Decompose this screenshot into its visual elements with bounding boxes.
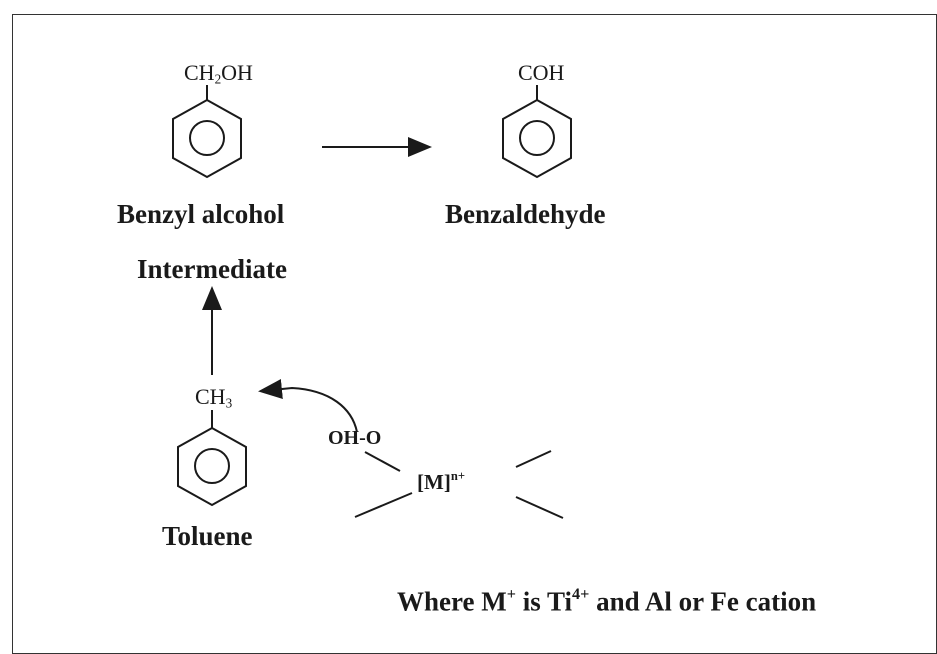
metal-ligand-bonds bbox=[354, 450, 564, 519]
footnote-text-2: is Ti bbox=[515, 586, 572, 617]
metal-charge: n+ bbox=[450, 469, 465, 483]
catalyst-footnote: Where M+ is Ti4+ and Al or Fe cation bbox=[397, 586, 816, 615]
toluene-label: Toluene bbox=[162, 521, 253, 551]
footnote-sup-2: 4+ bbox=[572, 585, 590, 603]
benzaldehyde-label: Benzaldehyde bbox=[445, 199, 606, 229]
metal-center-label: [M]n+ bbox=[417, 470, 465, 493]
benzaldehyde-ring bbox=[502, 85, 572, 179]
ch-text: CH bbox=[195, 384, 226, 409]
footnote-text-1: Where M bbox=[397, 586, 507, 617]
subscript-2: 2 bbox=[214, 71, 222, 87]
benzaldehyde-substituent: COH bbox=[518, 60, 565, 85]
peroxo-group-label: OH-O bbox=[328, 427, 382, 449]
reaction-scheme: CH2OH Benzyl alcohol COH Benzaldehyde In… bbox=[12, 14, 937, 654]
oxygen-transfer-arrow bbox=[258, 379, 358, 433]
footnote-sup-1: + bbox=[506, 585, 516, 603]
structure-drawings bbox=[172, 85, 572, 519]
subscript-3: 3 bbox=[225, 395, 233, 411]
benzyl-alcohol-substituent: CH2OH bbox=[184, 62, 253, 86]
metal-symbol: [M] bbox=[417, 469, 451, 494]
toluene-substituent: CH3 bbox=[195, 386, 232, 410]
toluene-ring bbox=[177, 410, 247, 507]
footnote-text-3: and Al or Fe cation bbox=[589, 586, 817, 617]
ch-text: CH bbox=[184, 60, 215, 85]
intermediate-label: Intermediate bbox=[137, 254, 287, 284]
benzyl-alcohol-ring bbox=[172, 85, 242, 179]
oh-text: OH bbox=[221, 60, 253, 85]
benzyl-alcohol-label: Benzyl alcohol bbox=[117, 199, 285, 229]
